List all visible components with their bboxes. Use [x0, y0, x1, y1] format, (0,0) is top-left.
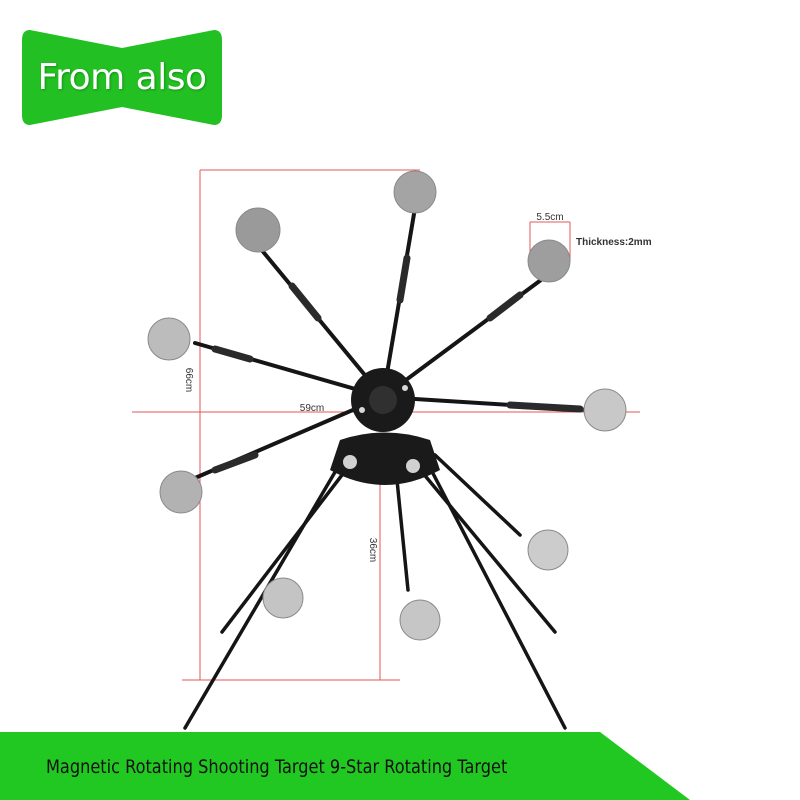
target-plate	[527, 529, 569, 571]
badge-bowtie-shape	[22, 30, 222, 125]
hub-bolt	[359, 407, 365, 413]
caption-text: Magnetic Rotating Shooting Target 9-Star…	[46, 756, 508, 778]
caption-bar	[0, 732, 800, 800]
badge-text: From also	[37, 57, 207, 98]
target-plate	[393, 170, 437, 214]
dimension-lines	[132, 169, 640, 681]
plate-diameter-label: 5.5cm	[536, 212, 563, 223]
base-hole	[343, 455, 357, 469]
target-plate	[147, 317, 191, 361]
target-plate	[527, 239, 571, 283]
stand-height-label: 36cm	[367, 538, 378, 562]
hub-bolt	[402, 385, 408, 391]
base-hole	[406, 459, 420, 473]
target-plate	[583, 388, 627, 432]
from-also-badge: From also	[22, 30, 222, 125]
width-label: 59cm	[300, 403, 324, 414]
target-plate	[399, 599, 441, 641]
target-plate	[262, 577, 304, 619]
stand-legs	[183, 453, 567, 730]
height-label: 66cm	[183, 368, 194, 392]
target-plates	[147, 170, 627, 641]
target-plate	[159, 470, 203, 514]
thickness-label: Thickness:2mm	[576, 237, 652, 248]
spoke-sleeves	[211, 254, 584, 474]
target-plate	[235, 207, 281, 253]
hub-center-cap	[369, 386, 397, 414]
rotating-target-figure: 66cm 59cm 36cm 5.5cm Thickness:2mm	[132, 169, 652, 730]
